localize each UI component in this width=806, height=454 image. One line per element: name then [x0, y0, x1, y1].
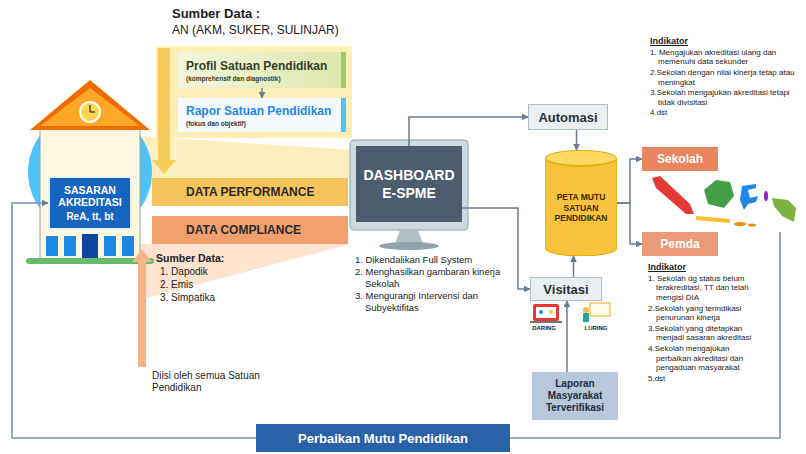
- data-band: DATA PERFORMANCE: [152, 178, 348, 206]
- data-band: DATA COMPLIANCE: [152, 216, 348, 244]
- node-text: DATA COMPLIANCE: [186, 223, 342, 237]
- list-item: 3.Sekolah yang ditetapkan menjadi sasara…: [648, 324, 766, 343]
- school-door: [82, 234, 98, 258]
- dashboard-screen: DASHBOARD E-SPME: [356, 146, 462, 222]
- list-item: 3. Mengurangi Intervensi dan Subyektifit…: [355, 290, 505, 313]
- school-window: [104, 236, 116, 256]
- school-clock: [80, 102, 100, 122]
- online-icon: [549, 310, 553, 314]
- monitor-stand: [395, 230, 423, 244]
- list-item: 1. Dapodik: [160, 266, 270, 278]
- offline-icon: [583, 307, 589, 313]
- node-text: ReA, tt, bt: [53, 211, 127, 222]
- list-item: 1. Mengajukan akreditasi ulang dan memen…: [650, 48, 796, 67]
- clock-hand: [90, 111, 95, 113]
- list-item: 2.Sekolah dengan nilai kinerja tetap ata…: [650, 68, 796, 87]
- list-item: 2.Sekolah yang terindikasi penurunan kin…: [648, 304, 766, 323]
- map-island: [740, 184, 758, 210]
- node-text: Laporan Masyarakat Terverifikasi: [536, 378, 614, 414]
- list-item: 1. Dikendalikan Full System: [355, 254, 505, 265]
- source-panel: [156, 46, 352, 138]
- source-heading: Sumber Data :: [172, 6, 392, 22]
- offline-icon: [590, 303, 610, 316]
- data-beam: [140, 136, 352, 178]
- list-heading: Indikator: [648, 262, 766, 273]
- node-text: Pemda: [645, 237, 715, 251]
- school-roof: [40, 88, 140, 126]
- list-item: 3.Sekolah mengajukan akreditasi tetapi t…: [650, 88, 796, 107]
- node-text: Visitasi: [535, 282, 597, 297]
- icon-label: DARING: [528, 325, 560, 332]
- source-heading: Sumber Data:: [156, 252, 276, 265]
- node-text: DASHBOARD E-SPME: [360, 166, 458, 202]
- node-text: Sekolah: [645, 152, 715, 166]
- output-box: Sekolah: [642, 147, 718, 171]
- node-text: (komprehensif dan diagnostik): [186, 75, 333, 82]
- list-item: 3. Simpatika: [160, 292, 270, 304]
- node-text: Perbaikan Mutu Pendidikan: [260, 431, 506, 446]
- feedback-band: Perbaikan Mutu Pendidikan: [256, 424, 510, 452]
- node-text: Automasi: [533, 110, 603, 125]
- school-building: [40, 124, 140, 260]
- flow-arrow: [132, 249, 152, 367]
- connector: [261, 88, 263, 98]
- school-window: [46, 236, 58, 256]
- map-island: [764, 191, 768, 201]
- online-icon: [536, 307, 556, 318]
- online-icon: [539, 310, 543, 314]
- monitor-frame: [350, 140, 468, 230]
- map-island: [734, 222, 746, 226]
- map-island: [748, 224, 756, 227]
- process-box: Automasi: [528, 104, 608, 130]
- connector: [617, 159, 642, 203]
- output-box: Pemda: [642, 232, 718, 256]
- map-island: [652, 176, 694, 214]
- flow-arrow: [152, 48, 176, 174]
- feedback-line: [510, 232, 780, 438]
- list-item: 2. Menghasilkan gambaran kinerja Sekolah: [355, 266, 505, 289]
- connector: [566, 301, 568, 372]
- map-island: [772, 198, 796, 222]
- cylinder-top: [546, 151, 617, 166]
- connector: [617, 203, 642, 244]
- icon-label: LURING: [580, 325, 612, 332]
- node-text: SASARAN AKREDITASI: [53, 184, 127, 208]
- process-box: Visitasi: [530, 277, 602, 301]
- list-heading: Indikator: [650, 36, 796, 47]
- database-cylinder: PETA MUTU SATUAN PENDIDIKAN: [545, 150, 617, 256]
- monitor-base: [379, 242, 439, 250]
- node-text: PETA MUTU SATUAN PENDIDIKAN: [549, 192, 613, 224]
- school-window: [64, 236, 76, 256]
- online-icon: [530, 321, 562, 323]
- list-item: 2. Emis: [160, 279, 270, 291]
- clock-hand: [89, 105, 91, 112]
- connector: [409, 117, 528, 146]
- target-sign: SASARAN AKREDITASI ReA, tt, bt: [48, 176, 132, 230]
- map-island: [696, 216, 730, 223]
- cylinder-body: [545, 158, 617, 256]
- connector: [576, 130, 578, 150]
- connector: [573, 256, 575, 277]
- source-text: AN (AKM, SUKER, SULINJAR): [172, 23, 392, 37]
- school-window: [122, 236, 134, 256]
- profile-box: Profil Satuan Pendidikan (komprehensif da…: [178, 52, 346, 88]
- node-text: DATA PERFORMANCE: [186, 185, 342, 199]
- offline-icon: [583, 313, 589, 322]
- list-item: 4.dst: [650, 108, 796, 118]
- report-box: Laporan Masyarakat Terverifikasi: [532, 372, 618, 420]
- node-text: Profil Satuan Pendidikan: [186, 59, 333, 73]
- school-roof: [30, 80, 150, 130]
- note: Diisi oleh semua Satuan Pendidikan: [152, 370, 277, 394]
- list-item: 1. Sekolah dg status belum terakreditasi…: [648, 274, 766, 303]
- online-icon: [533, 304, 559, 321]
- map-island: [704, 180, 734, 208]
- node-text: Rapor Satuan Pendidikan: [186, 104, 333, 118]
- list-item: 4.Sekolah mengajukan perbaikan akreditas…: [648, 344, 766, 373]
- report-box: Rapor Satuan Pendidikan (fokus dan objekt…: [178, 98, 346, 132]
- node-text: (fokus dan objektif): [186, 120, 333, 127]
- list-item: 5.dst: [648, 374, 766, 384]
